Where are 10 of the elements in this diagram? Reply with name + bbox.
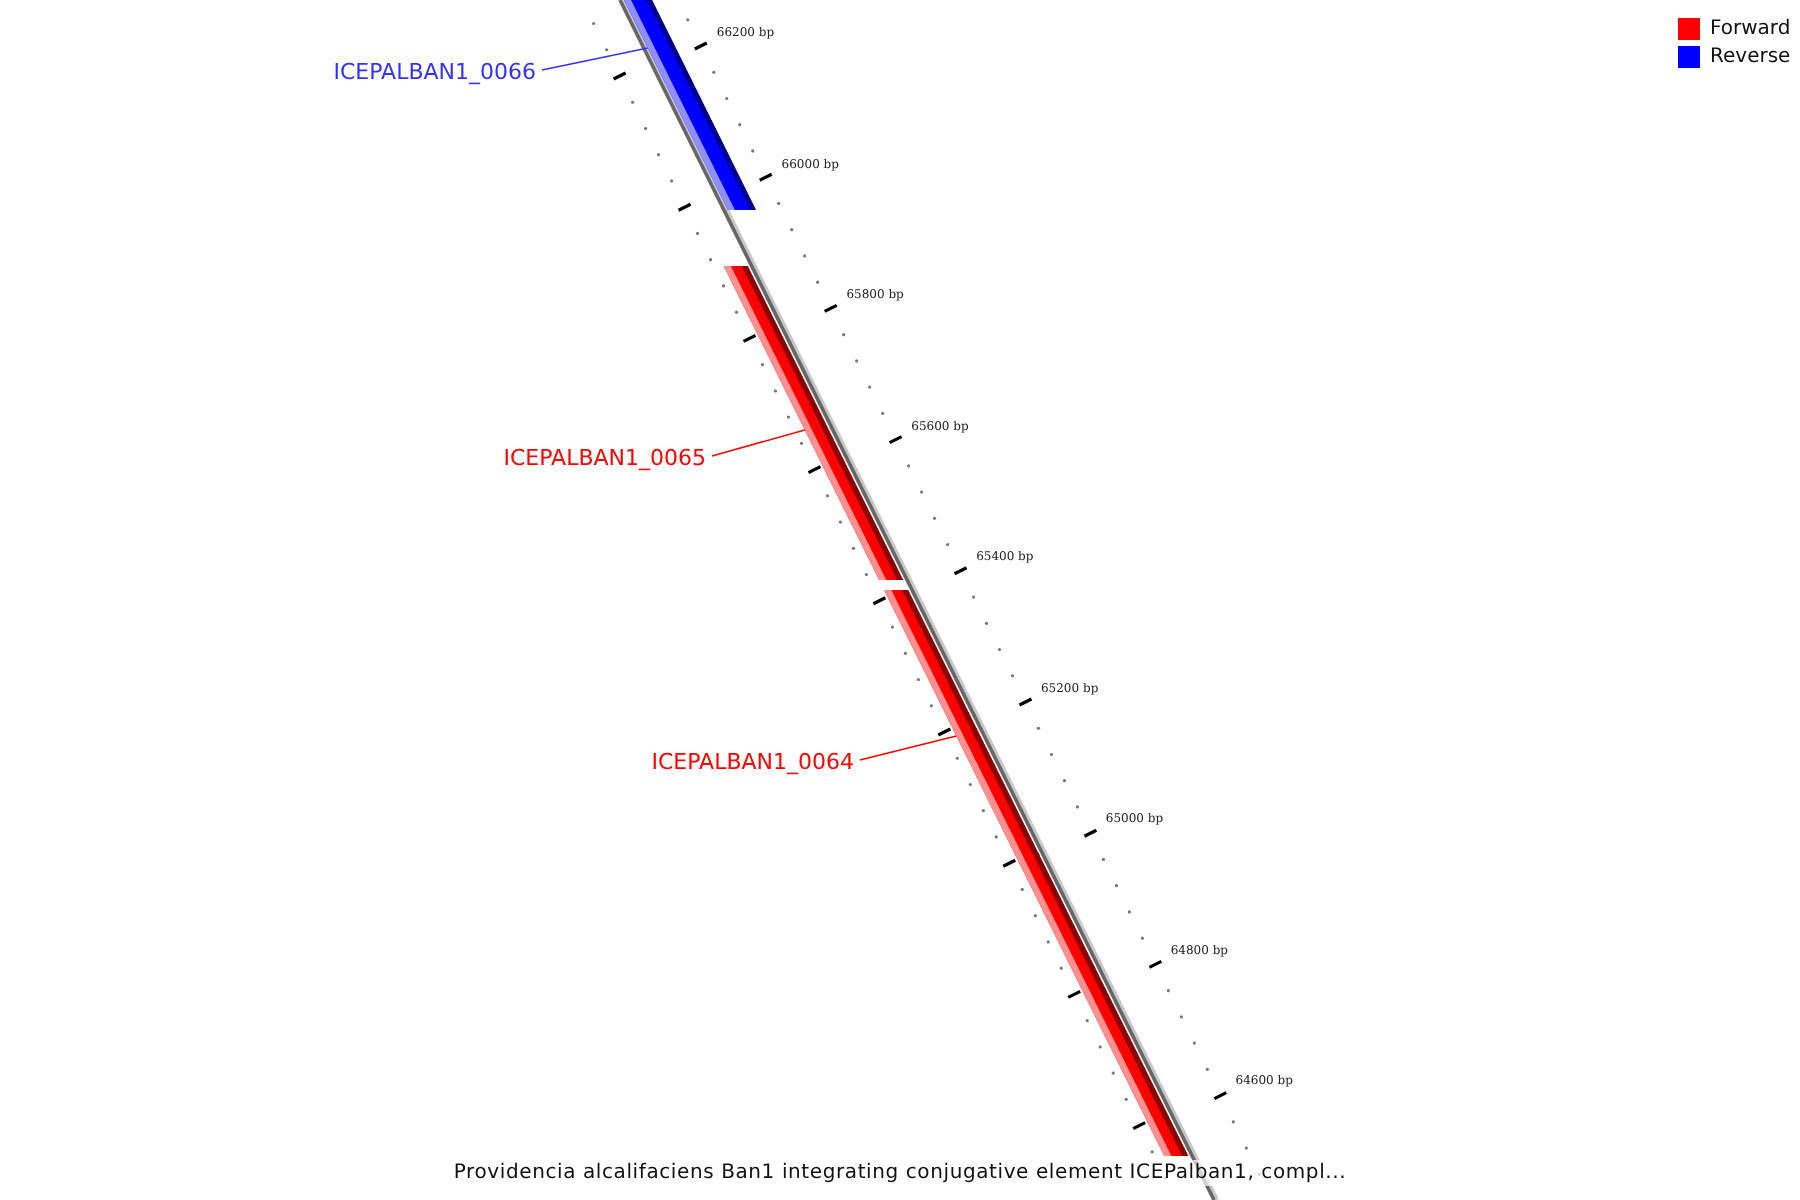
leader-line: [711, 429, 806, 457]
forward-gene-bar: [723, 266, 904, 580]
legend-label: Reverse: [1710, 46, 1791, 68]
legend-label: Forward: [1710, 18, 1791, 40]
gene-label: ICEPALBAN1_0064: [651, 751, 854, 773]
forward-gene-bar: [884, 590, 1040, 856]
gene-label: ICEPALBAN1_0066: [333, 61, 536, 83]
leader-line: [541, 47, 649, 71]
gene-label: ICEPALBAN1_0065: [503, 447, 706, 469]
leader-line: [859, 735, 958, 761]
